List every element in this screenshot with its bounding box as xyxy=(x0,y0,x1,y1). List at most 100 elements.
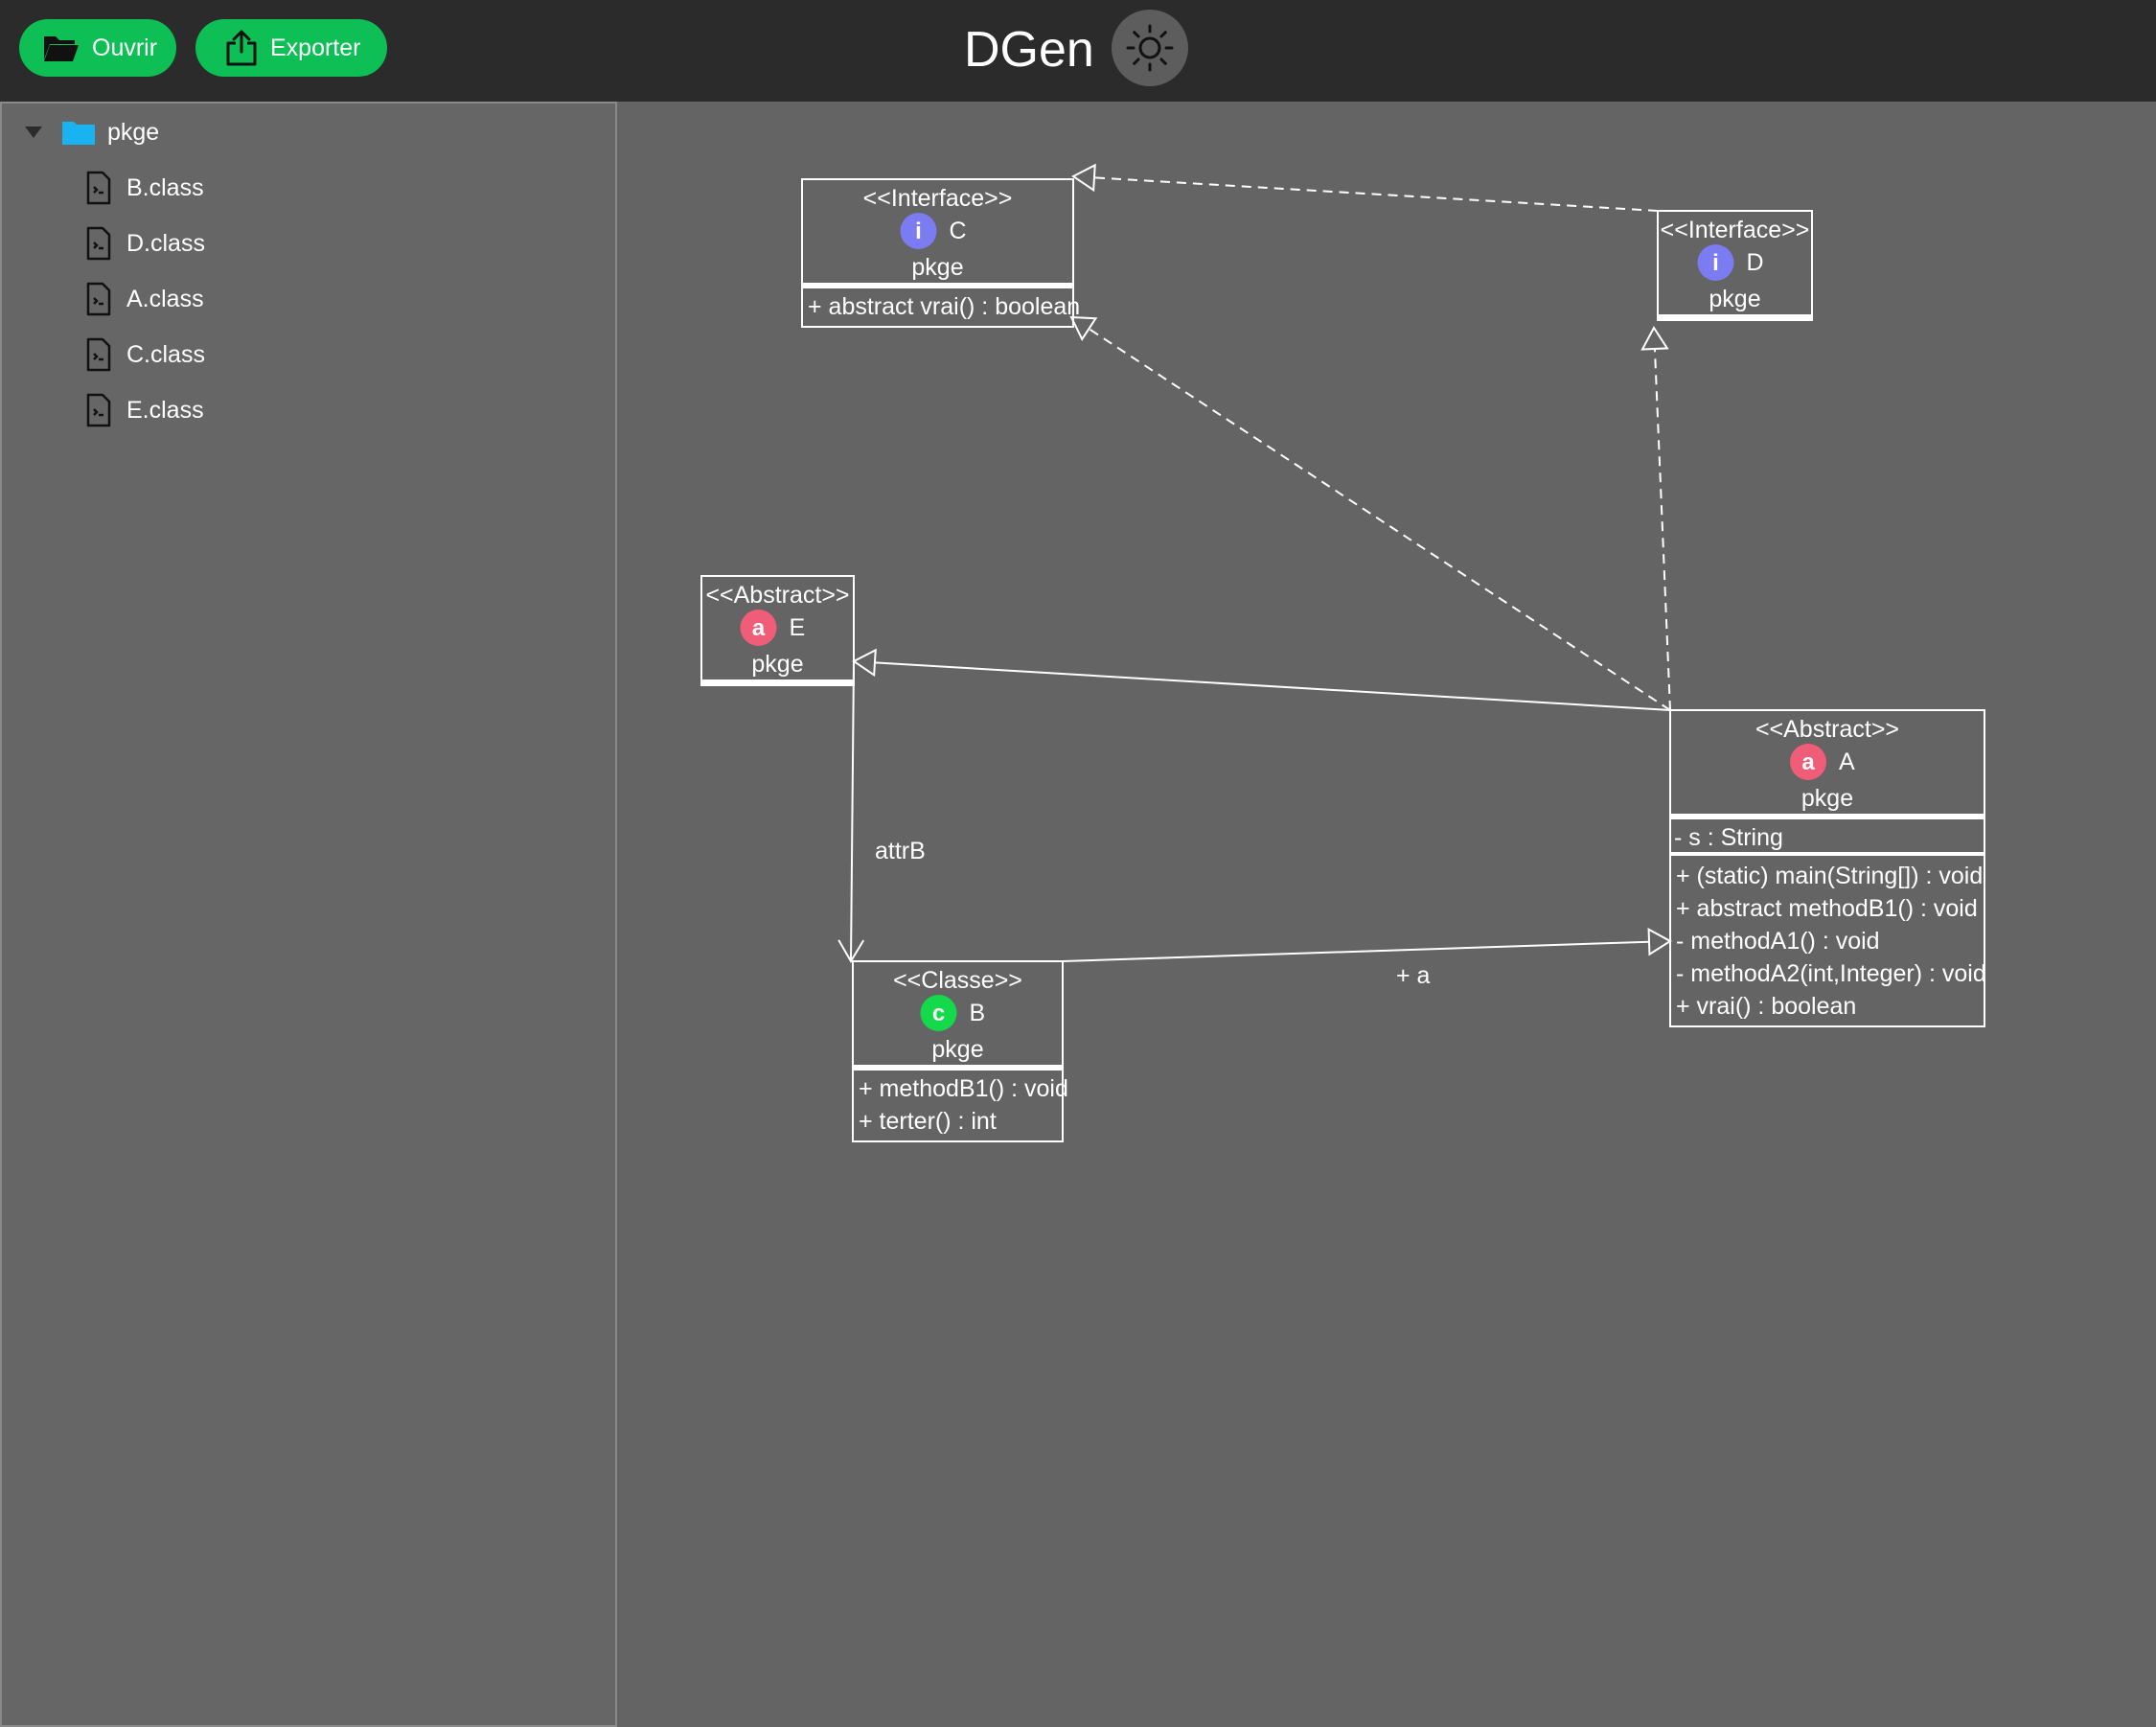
class-method: + abstract methodB1() : void xyxy=(1676,895,1978,922)
relation-line xyxy=(874,661,1671,711)
theme-toggle-button[interactable] xyxy=(1112,10,1188,86)
class-package: pkge xyxy=(931,1036,983,1063)
file-icon xyxy=(86,226,111,261)
relation-generalization-b-a[interactable]: + a xyxy=(1062,928,1672,989)
relation-line xyxy=(850,660,855,962)
relation-line xyxy=(1653,348,1671,711)
class-name: B xyxy=(970,1000,986,1026)
share-export-icon xyxy=(226,30,257,66)
tree-item-a-class[interactable]: A.class xyxy=(84,280,204,318)
top-bar: Ouvrir Exporter DGen xyxy=(0,0,2156,102)
class-attribute: - s : String xyxy=(1674,824,1783,851)
tree-folder-label: pkge xyxy=(107,118,160,146)
class-header-divider xyxy=(802,283,1073,288)
relation-label: + a xyxy=(1396,962,1431,989)
open-arrow-icon xyxy=(837,939,865,963)
file-icon xyxy=(86,171,111,205)
export-button[interactable]: Exporter xyxy=(195,19,387,77)
class-header-divider xyxy=(701,679,854,685)
class-method: + (static) main(String[]) : void xyxy=(1676,863,1983,889)
tree-item-e-class[interactable]: E.class xyxy=(84,391,204,429)
relation-line xyxy=(1088,328,1671,711)
folder-icon xyxy=(62,122,95,145)
class-method: - methodA1() : void xyxy=(1676,928,1880,955)
file-icon xyxy=(86,282,111,316)
class-type-badge-icon xyxy=(900,213,937,249)
relations-layer: + a attrB xyxy=(837,163,1672,989)
hollow-triangle-arrow-icon xyxy=(1071,163,1096,193)
tree-item-b-class[interactable]: B.class xyxy=(84,169,204,207)
class-box-border xyxy=(1669,709,1985,1027)
class-name: D xyxy=(1747,249,1764,276)
class-header-divider xyxy=(853,1065,1063,1071)
caret-down-icon[interactable] xyxy=(25,127,42,138)
relation-realization-d-c[interactable] xyxy=(1071,163,1659,212)
class-name: E xyxy=(790,614,806,641)
class-type-badge-letter: c xyxy=(932,1001,945,1026)
relation-label: attrB xyxy=(875,838,926,864)
relation-line xyxy=(1093,176,1659,212)
file-tree-panel: pkge B.class D.class A.class C.class xyxy=(0,102,617,1727)
folder-open-icon xyxy=(44,36,79,61)
class-type-badge-icon xyxy=(920,995,957,1031)
tree-item-label: A.class xyxy=(126,285,204,312)
class-stereotype: <<Abstract>> xyxy=(1755,716,1899,743)
tree-item-d-class[interactable]: D.class xyxy=(84,224,205,263)
file-icon xyxy=(86,393,111,427)
hollow-triangle-arrow-icon xyxy=(852,648,877,678)
open-button[interactable]: Ouvrir xyxy=(19,19,176,77)
class-name: A xyxy=(1839,748,1855,775)
class-method: + abstract vrai() : boolean xyxy=(808,293,1080,320)
hollow-triangle-arrow-icon xyxy=(1647,928,1672,956)
tree-item-label: D.class xyxy=(126,229,205,257)
class-package: pkge xyxy=(1709,286,1760,312)
relation-generalization-a-e[interactable] xyxy=(852,648,1671,711)
tree-item-label: B.class xyxy=(126,173,204,201)
relation-realization-a-c[interactable] xyxy=(1069,315,1671,711)
class-method: + vrai() : boolean xyxy=(1676,993,1856,1020)
relation-realization-a-d[interactable] xyxy=(1640,326,1671,711)
class-package: pkge xyxy=(751,651,803,678)
class-type-badge-icon xyxy=(1697,244,1734,281)
hollow-triangle-arrow-icon xyxy=(1640,326,1669,351)
class-header-divider xyxy=(1658,314,1812,320)
class-box-border xyxy=(801,178,1074,328)
class-package: pkge xyxy=(911,254,963,281)
class-header-divider xyxy=(1670,814,1984,819)
class-method: + methodB1() : void xyxy=(859,1075,1068,1102)
export-button-label: Exporter xyxy=(270,34,361,61)
tree-item-label: C.class xyxy=(126,340,205,368)
class-attributes-divider xyxy=(1670,852,1984,856)
tree-item-c-class[interactable]: C.class xyxy=(84,335,205,374)
class-stereotype: <<Interface>> xyxy=(1661,217,1810,243)
class-box-border xyxy=(852,960,1064,1142)
class-package: pkge xyxy=(1801,785,1853,812)
tree-item-label: E.class xyxy=(126,396,204,424)
class-method: + terter() : int xyxy=(859,1108,997,1135)
class-name: C xyxy=(950,218,967,244)
file-icon xyxy=(86,337,111,372)
open-button-label: Ouvrir xyxy=(92,34,158,61)
class-stereotype: <<Classe>> xyxy=(893,967,1022,994)
class-type-badge-letter: a xyxy=(752,615,766,641)
class-type-badge-letter: i xyxy=(1712,250,1719,276)
app-title: DGen xyxy=(964,22,1094,78)
class-type-badge-icon xyxy=(740,610,777,646)
class-method: - methodA2(int,Integer) : void xyxy=(1676,960,1986,987)
sun-icon xyxy=(1126,24,1174,72)
hollow-triangle-arrow-icon xyxy=(1069,315,1098,341)
relation-line xyxy=(1062,940,1650,962)
tree-folder-pkge[interactable]: pkge xyxy=(25,113,159,151)
class-type-badge-letter: a xyxy=(1801,749,1815,775)
relation-association-e-b[interactable]: attrB xyxy=(837,660,926,963)
class-stereotype: <<Abstract>> xyxy=(705,582,849,609)
class-type-badge-icon xyxy=(1790,744,1826,780)
